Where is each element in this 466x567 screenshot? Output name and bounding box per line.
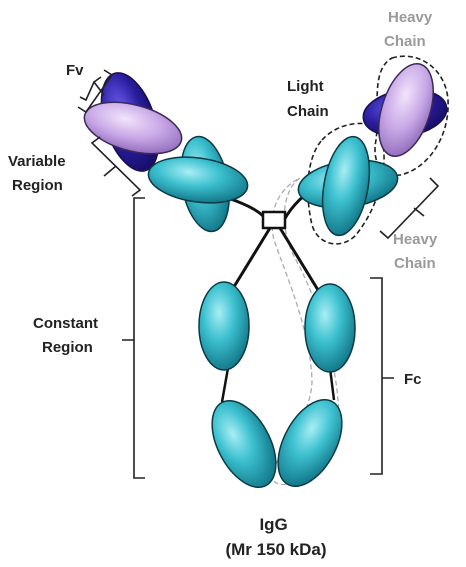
variable-region-label: Variable Region (8, 153, 70, 194)
fv-label: Fv (66, 62, 84, 79)
fc-label: Fc (404, 371, 422, 388)
right-ch3-domain (265, 389, 355, 496)
light-chain-label: Light Chain (287, 78, 329, 120)
igg-caption: IgG (Mr 150 kDa) (225, 515, 326, 559)
right-heavy-chain-line (280, 228, 318, 290)
left-ch2-domain (199, 282, 249, 370)
fc-bracket (370, 278, 394, 474)
fv-bracket (80, 77, 104, 100)
left-ch2-ch3-link (222, 368, 228, 402)
heavy-chain-bottom-label: Heavy Chain (393, 231, 441, 272)
constant-region-bracket (122, 198, 145, 478)
left-ch3-domain (199, 390, 289, 497)
heavy-chain-top-label: Heavy Chain (384, 9, 436, 50)
left-heavy-chain-line (232, 228, 270, 290)
constant-region-label: Constant Region (33, 315, 102, 356)
disulfide-bridge-box (263, 212, 285, 228)
right-light-cl-domain (316, 133, 377, 239)
right-ch2-ch3-link (330, 368, 334, 400)
right-ch2-domain (305, 284, 355, 372)
